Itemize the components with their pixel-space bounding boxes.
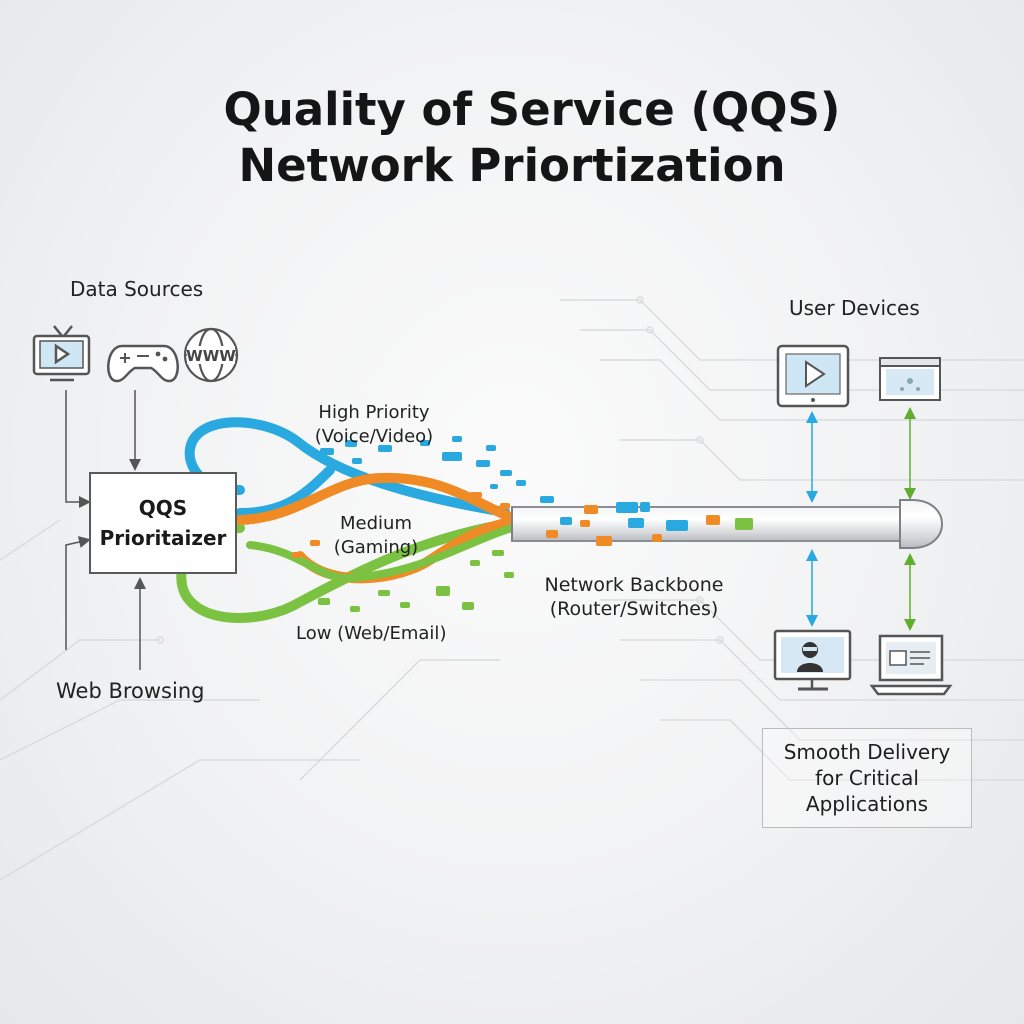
source-arrows (65, 390, 146, 670)
tablet-play-icon (776, 344, 850, 408)
title-line-2: Network Priortization (238, 139, 786, 192)
medium-priority-line-1: Medium (340, 513, 412, 534)
title-line-1: Quality of Service (QQS) (223, 83, 841, 136)
delivery-line-3: Applications (805, 792, 929, 816)
user-devices-label: User Devices (789, 296, 920, 320)
prioritizer-line-1: QQS (138, 496, 188, 520)
delivery-line-1: Smooth Delivery (783, 740, 951, 764)
tv-icon (32, 325, 91, 382)
high-priority-label: High Priority (Voice/Video) (312, 401, 436, 449)
medium-priority-line-2: (Gaming) (333, 537, 419, 558)
medium-priority-label: Medium (Gaming) (330, 512, 422, 560)
browser-window-icon (879, 357, 941, 401)
data-packets (292, 436, 554, 612)
web-browsing-label: Web Browsing (56, 679, 205, 703)
high-priority-lane (184, 417, 510, 518)
network-backbone-label: Network Backbone (Router/Switches) (538, 573, 730, 621)
laptop-icon (869, 634, 953, 696)
high-priority-line-2: (Voice/Video) (314, 426, 434, 447)
page-title: Quality of Service (QQS) Network Priorti… (0, 82, 1024, 194)
data-sources-label: Data Sources (70, 277, 204, 301)
delivery-line-2: for Critical (815, 766, 919, 790)
www-globe-icon: WWW (183, 327, 239, 383)
prioritizer-line-2: Prioritaizer (99, 526, 227, 550)
qqs-prioritizer-box: QQS Prioritaizer (89, 472, 237, 574)
backbone-line-2: (Router/Switches) (549, 598, 719, 620)
monitor-user-icon (773, 629, 852, 691)
circuit-traces-background (0, 296, 1024, 881)
low-priority-label: Low (Web/Email) (296, 623, 447, 644)
pipe-packets (546, 502, 753, 546)
device-links (806, 407, 916, 631)
high-priority-line-1: High Priority (318, 402, 430, 423)
smooth-delivery-box: Smooth Delivery for Critical Application… (762, 728, 972, 828)
gamepad-icon (107, 344, 179, 383)
svg-text:WWW: WWW (186, 347, 236, 365)
backbone-pipe (511, 499, 943, 549)
backbone-line-1: Network Backbone (544, 574, 724, 596)
